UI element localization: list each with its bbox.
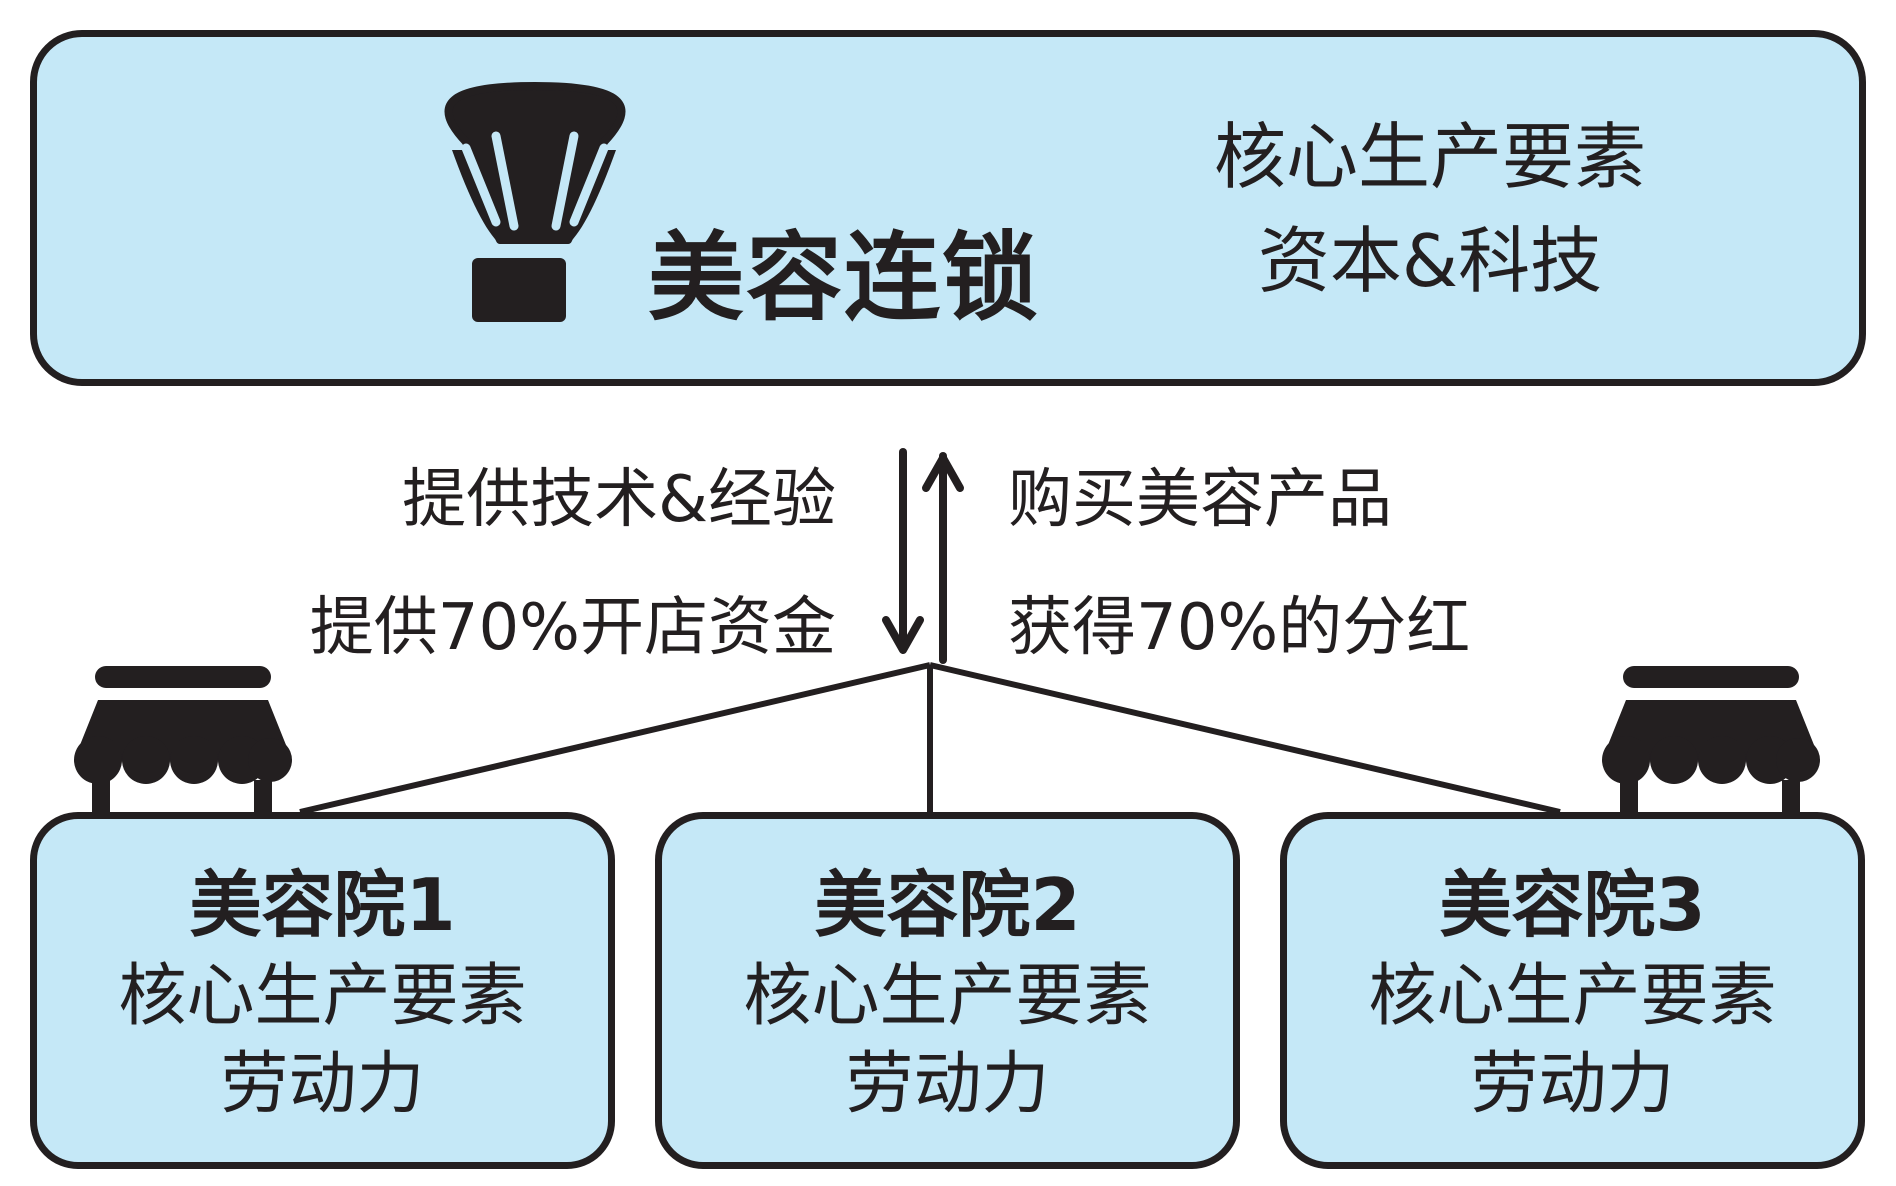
up-arrow xyxy=(922,452,964,664)
beauty-chain-title: 美容连锁 xyxy=(648,222,1040,334)
connector-lines xyxy=(299,662,1561,815)
salon-name: 美容院1 xyxy=(189,863,456,947)
salon-name: 美容院2 xyxy=(814,863,1081,947)
core-factor-value: 劳动力 xyxy=(220,1045,425,1124)
core-factor-value: 劳动力 xyxy=(1470,1045,1675,1124)
core-factor-label: 核心生产要素 xyxy=(1213,115,1646,199)
core-factor-value: 资本&科技 xyxy=(1257,219,1603,303)
down-arrow xyxy=(882,448,924,654)
beauty-chain-box xyxy=(30,30,1866,386)
salon-box-2: 美容院2 核心生产要素 劳动力 xyxy=(655,812,1240,1169)
salon-name: 美容院3 xyxy=(1439,863,1706,947)
core-factor-label: 核心生产要素 xyxy=(743,957,1152,1036)
flow-down-label-1: 提供技术&经验 xyxy=(402,463,836,537)
beauty-chain-factors: 核心生产要素 资本&科技 xyxy=(1180,105,1680,313)
core-factor-label: 核心生产要素 xyxy=(118,957,527,1036)
flow-down-label-2: 提供70%开店资金 xyxy=(309,591,836,665)
shop-awning-icon xyxy=(74,666,292,818)
shop-awning-icon xyxy=(1602,666,1820,818)
flow-up-label-1: 购买美容产品 xyxy=(1008,463,1392,537)
makeup-brush-icon xyxy=(444,82,626,322)
flow-up-label-2: 获得70%的分红 xyxy=(1008,591,1471,665)
core-factor-label: 核心生产要素 xyxy=(1368,957,1777,1036)
salon-box-3: 美容院3 核心生产要素 劳动力 xyxy=(1280,812,1865,1169)
salon-box-1: 美容院1 核心生产要素 劳动力 xyxy=(30,812,615,1169)
core-factor-value: 劳动力 xyxy=(845,1045,1050,1124)
